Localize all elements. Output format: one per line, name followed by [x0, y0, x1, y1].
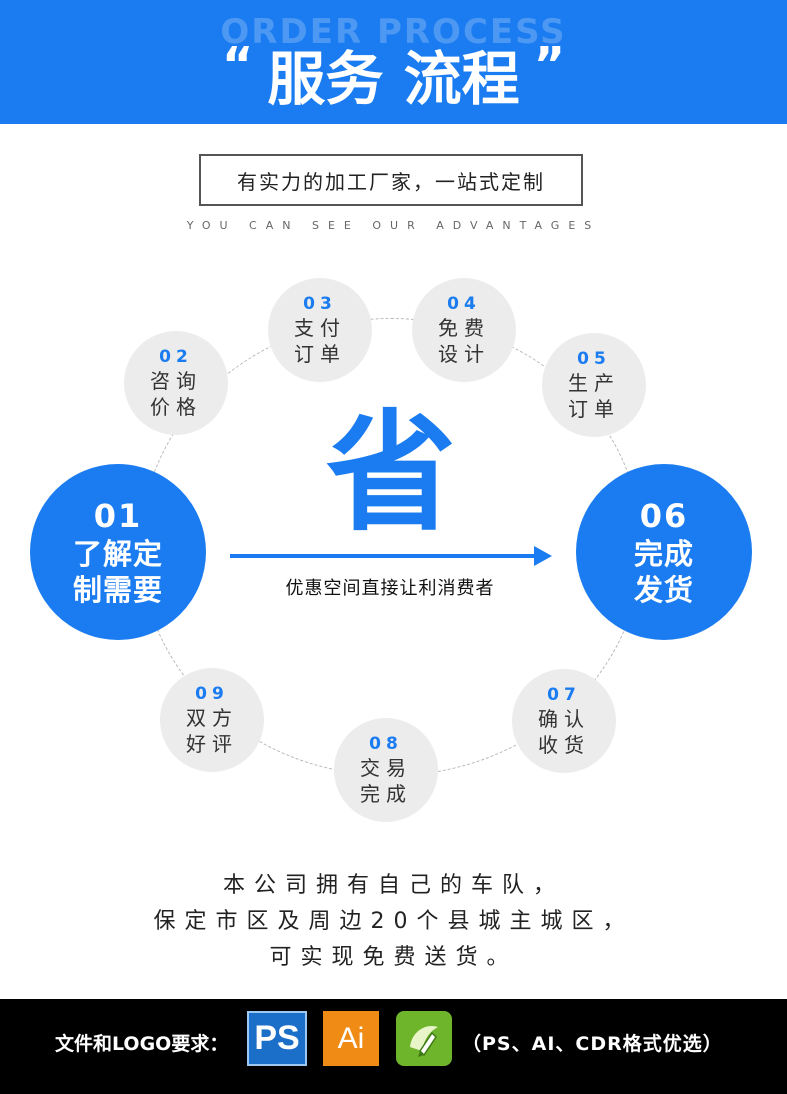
step-label-line1: 生产 — [568, 371, 620, 395]
format-preference: （PS、AI、CDR格式优选） — [462, 1033, 723, 1055]
step-label-line1: 完成 — [633, 537, 694, 571]
step-label-line1: 咨询 — [150, 369, 202, 393]
step-number: 08 — [369, 734, 403, 754]
step-number: 06 — [639, 497, 689, 535]
step-label-line2: 完成 — [360, 782, 412, 806]
header-banner: ORDER PROCESS “服务 流程” — [0, 0, 787, 124]
step-01: 01 了解定 制需要 — [30, 464, 206, 640]
step-03: 03 支付 订单 — [268, 278, 372, 382]
step-number: 07 — [547, 685, 581, 705]
step-label-line1: 双方 — [186, 706, 238, 730]
step-number: 02 — [159, 347, 193, 367]
arrow-right-icon — [534, 546, 552, 566]
step-number: 05 — [577, 349, 611, 369]
tagline-english: YOU CAN SEE OUR ADVANTAGES — [186, 219, 601, 232]
fleet-line-2: 保定市区及周边20个县城主城区， — [153, 909, 634, 934]
file-requirement-label: 文件和LOGO要求： — [55, 1033, 229, 1055]
fleet-description: 本公司拥有自己的车队， 保定市区及周边20个县城主城区， 可实现免费送货。 — [0, 868, 787, 976]
open-quote: “ — [221, 37, 254, 93]
step-label-line2: 发货 — [633, 573, 694, 607]
illustrator-icon: Ai — [323, 1011, 379, 1066]
step-label-line1: 确认 — [538, 707, 590, 731]
step-04: 04 免费 设计 — [412, 278, 516, 382]
step-number: 01 — [93, 497, 143, 535]
step-06: 06 完成 发货 — [576, 464, 752, 640]
step-label-line2: 好评 — [186, 732, 238, 756]
step-label-line2: 制需要 — [72, 573, 163, 607]
center-caption: 优惠空间直接让利消费者 — [285, 578, 495, 599]
tagline: 有实力的加工厂家，一站式定制 — [199, 154, 583, 206]
step-label-line2: 价格 — [150, 395, 202, 419]
arrow-line — [230, 554, 536, 558]
page-title: “服务 流程” — [0, 30, 787, 114]
step-09: 09 双方 好评 — [160, 668, 264, 772]
step-05: 05 生产 订单 — [542, 333, 646, 437]
step-label-line2: 订单 — [568, 397, 620, 421]
step-label-line2: 订单 — [294, 342, 346, 366]
step-02: 02 咨询 价格 — [124, 331, 228, 435]
fleet-line-3: 可实现免费送货。 — [269, 945, 518, 970]
step-07: 07 确认 收货 — [512, 669, 616, 773]
fleet-line-1: 本公司拥有自己的车队， — [222, 873, 564, 898]
step-label-line1: 交易 — [360, 756, 412, 780]
step-label-line1: 免费 — [438, 316, 490, 340]
step-08: 08 交易 完成 — [334, 718, 438, 822]
step-label-line1: 支付 — [294, 316, 346, 340]
step-number: 04 — [447, 294, 481, 314]
step-label-line1: 了解定 — [72, 537, 163, 571]
title-text: 服务 流程 — [267, 45, 520, 113]
coreldraw-icon — [396, 1011, 452, 1066]
header-background-text: ORDER PROCESS — [220, 12, 567, 52]
step-number: 03 — [303, 294, 337, 314]
photoshop-icon: PS — [247, 1011, 307, 1066]
step-number: 09 — [195, 684, 229, 704]
footer-bar: 文件和LOGO要求： PS Ai （PS、AI、CDR格式优选） — [0, 999, 787, 1094]
step-label-line2: 收货 — [538, 733, 590, 757]
close-quote: ” — [533, 37, 566, 93]
step-label-line2: 设计 — [438, 342, 490, 366]
center-character: 省 — [326, 397, 457, 549]
